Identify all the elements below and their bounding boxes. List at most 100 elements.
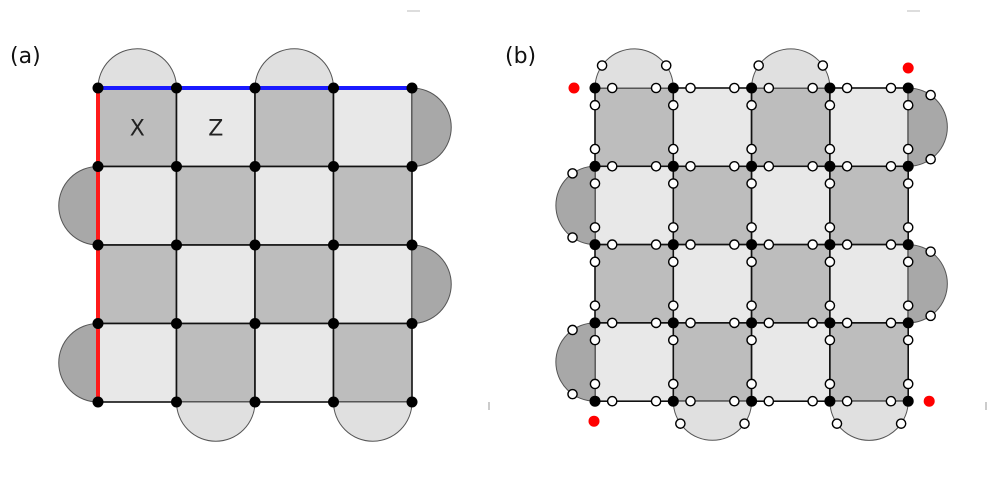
data-qubit (824, 317, 836, 329)
ancilla-qubit (902, 178, 914, 189)
ancilla-qubit (746, 256, 757, 268)
ancilla-qubit (729, 239, 740, 250)
data-qubit (406, 239, 418, 251)
plaquette-label-x: X (130, 116, 145, 141)
ancilla-qubit (807, 82, 818, 94)
ancilla-qubit (841, 317, 853, 329)
data-qubit (589, 239, 601, 251)
boundary-semicircle-top (751, 48, 831, 89)
data-qubit (667, 239, 679, 251)
ancilla-qubit (685, 239, 696, 250)
ancilla-qubit-boundary (567, 324, 578, 336)
ancilla-qubit (668, 178, 679, 189)
plaquette-dark (594, 87, 675, 168)
data-qubit (667, 395, 679, 407)
plaquette-dark (829, 165, 910, 246)
ancilla-qubit (589, 256, 601, 268)
data-qubit (92, 239, 104, 251)
boundary-semicircle-bottom (332, 401, 413, 442)
data-qubit (171, 82, 182, 94)
ancilla-qubit (589, 300, 601, 311)
plaquette-dark (332, 322, 413, 403)
ancilla-qubit (589, 334, 601, 346)
ancilla-qubit (902, 378, 914, 390)
ancilla-qubit (763, 317, 775, 329)
data-qubit (589, 160, 601, 172)
boundary-semicircle-top (594, 48, 674, 89)
plaquette-light (97, 165, 178, 246)
ancilla-qubit (668, 378, 679, 390)
ancilla-qubit (668, 99, 679, 111)
data-qubit (902, 395, 914, 407)
boundary-semicircle-bottom (829, 400, 909, 441)
ancilla-qubit (650, 239, 662, 250)
plaquette-dark (254, 87, 335, 168)
data-qubit (902, 317, 914, 329)
ancilla-qubit-boundary (739, 418, 750, 429)
boundary-semicircle-top (97, 48, 178, 89)
data-qubit (249, 161, 261, 172)
ancilla-qubit (746, 300, 757, 311)
ancilla-qubit (746, 378, 757, 390)
ancilla-qubit (668, 222, 679, 233)
ancilla-qubit (589, 222, 601, 233)
ancilla-qubit (763, 160, 775, 172)
ancilla-qubit-boundary (925, 310, 936, 322)
ancilla-qubit (902, 143, 914, 155)
plaquette-light (594, 165, 675, 246)
data-qubit (406, 161, 418, 172)
data-qubit (328, 161, 339, 172)
ancilla-qubit (824, 99, 836, 111)
ancilla-qubit (589, 178, 601, 189)
plaquette-dark (750, 243, 831, 324)
ancilla-qubit (650, 82, 662, 94)
ancilla-qubit (824, 256, 836, 268)
data-qubit (328, 239, 339, 251)
ancilla-qubit-boundary (925, 89, 936, 101)
ancilla-qubit (885, 82, 897, 94)
boundary-semicircle-left (555, 165, 596, 246)
boundary-semicircle-bottom (672, 400, 753, 441)
ancilla-qubit (668, 334, 679, 346)
ancilla-qubit (885, 239, 897, 250)
panel-b: (b) (505, 44, 948, 441)
ancilla-qubit (685, 317, 696, 329)
ancilla-qubit (685, 160, 696, 172)
ancilla-qubit (589, 99, 601, 111)
data-qubit (824, 395, 836, 407)
data-qubit (328, 396, 339, 408)
ancilla-qubit-boundary (567, 232, 578, 243)
ancilla-qubit-boundary (753, 60, 764, 71)
corner-qubit-red (923, 395, 935, 407)
ancilla-qubit (650, 395, 662, 407)
plaquette-dark (175, 165, 256, 246)
plaquette-light (672, 87, 753, 168)
ancilla-qubit (685, 82, 696, 94)
plaquette-light (332, 244, 413, 325)
boundary-semicircle-left (58, 165, 99, 246)
data-qubit (249, 82, 261, 94)
corner-qubit-red (902, 62, 914, 74)
ancilla-qubit (729, 395, 740, 407)
plaquette-dark (254, 244, 335, 325)
ancilla-qubit (763, 82, 775, 94)
plaquette-light (175, 244, 256, 325)
data-qubit (92, 161, 104, 172)
plaquette-light (750, 322, 831, 402)
data-qubit (589, 317, 601, 329)
corner-qubit-red (568, 82, 580, 94)
boundary-semicircle-right (411, 244, 452, 325)
data-qubit (328, 318, 339, 329)
ancilla-qubit (807, 239, 818, 250)
data-qubit (746, 317, 758, 329)
plaquette-light (332, 87, 413, 168)
panel-b-faces (594, 87, 910, 402)
data-qubit (589, 82, 601, 94)
ancilla-qubit (685, 395, 696, 407)
ancilla-qubit (902, 256, 914, 268)
data-qubit (667, 317, 679, 329)
ancilla-qubit (824, 178, 836, 189)
data-qubit (406, 318, 418, 329)
plaquette-light (750, 165, 831, 246)
